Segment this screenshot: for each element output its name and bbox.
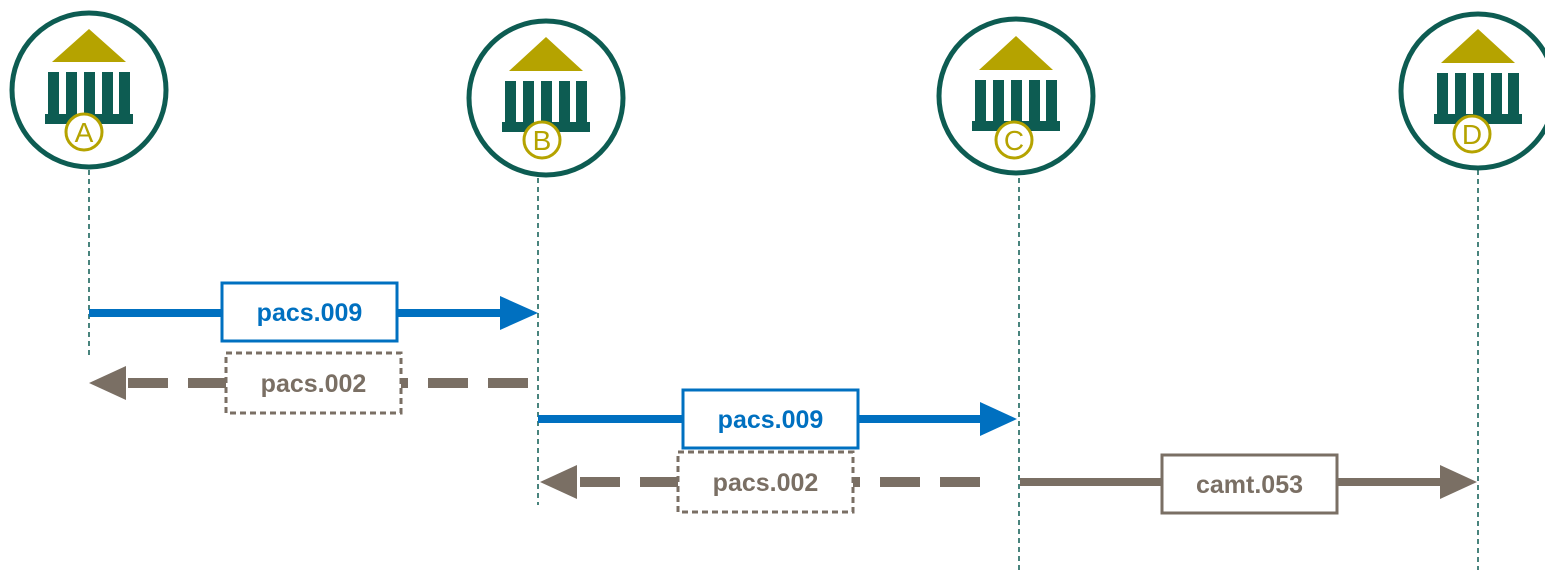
message-label: camt.053 xyxy=(1196,471,1303,499)
bank-letter-badge xyxy=(994,120,1034,160)
bank-letter: B xyxy=(533,125,552,156)
bank-letter-badge xyxy=(1452,114,1492,154)
message-label: pacs.009 xyxy=(718,406,824,434)
message-label-box xyxy=(220,281,399,343)
lifelines xyxy=(88,170,1479,570)
bank-letter: D xyxy=(1462,119,1482,150)
bank-letter: C xyxy=(1004,125,1024,156)
message-label-box xyxy=(224,351,403,415)
bank-b: B xyxy=(466,18,626,178)
message-arrow-camt053-c-to-d: camt.053 xyxy=(1020,453,1477,515)
arrow-head-right-icon xyxy=(500,296,538,330)
message-arrow-pacs009-a-to-b: pacs.009 xyxy=(89,281,538,343)
message-label: pacs.002 xyxy=(713,469,819,497)
arrow-head-right-icon xyxy=(980,402,1017,436)
arrow-head-left-icon xyxy=(89,366,126,400)
bank-c: C xyxy=(936,16,1096,176)
message-label-box xyxy=(1160,453,1339,515)
message-arrow-pacs002-b-to-a: pacs.002 xyxy=(89,351,528,415)
bank-letter-badge xyxy=(64,112,104,152)
arrow-head-right-icon xyxy=(1440,465,1477,499)
message-label: pacs.002 xyxy=(261,370,367,398)
bank-d: D xyxy=(1398,11,1545,171)
bank-a: A xyxy=(9,10,169,170)
arrow-head-left-icon xyxy=(540,465,577,499)
message-arrow-pacs009-b-to-c: pacs.009 xyxy=(538,388,1017,450)
message-arrow-pacs002-c-to-b: pacs.002 xyxy=(540,450,980,514)
message-label-box xyxy=(681,388,860,450)
bank-letter: A xyxy=(75,117,94,148)
bank-letter-badge xyxy=(522,120,562,160)
message-label-box xyxy=(676,450,855,514)
message-label: pacs.009 xyxy=(257,299,363,327)
